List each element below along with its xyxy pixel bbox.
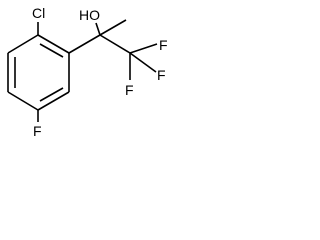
- ring-bond-c6-c1: [7, 34, 39, 54]
- bond-carbinol-cf3: [99, 34, 131, 54]
- bond-carbinol-methyl: [99, 19, 127, 36]
- ring-bond-c4-c5: [7, 91, 39, 111]
- bond-cf3-fluorine-b: [129, 52, 157, 73]
- chlorine-label: Cl: [32, 5, 45, 21]
- cf3-fluorine-b-label: F: [157, 67, 166, 83]
- chemical-structure-diagram: Cl HO F F F F: [7, 5, 168, 139]
- bond-carbinol-hydroxyl: [95, 22, 101, 36]
- bond-ring-carbinol: [68, 34, 101, 54]
- ring-bond-c1-c2-inner: [39, 43, 64, 58]
- hydroxyl-label: HO: [79, 7, 100, 23]
- cf3-fluorine-a-label: F: [159, 37, 168, 53]
- ring-fluorine-label: F: [33, 123, 42, 139]
- ring-bond-c3-c4-inner: [39, 87, 64, 102]
- bond-cf3-fluorine-a: [129, 43, 158, 54]
- ring-bond-c1-c2: [37, 34, 70, 54]
- ring-bond-c3-c4: [37, 91, 70, 111]
- cf3-fluorine-c-label: F: [125, 82, 134, 98]
